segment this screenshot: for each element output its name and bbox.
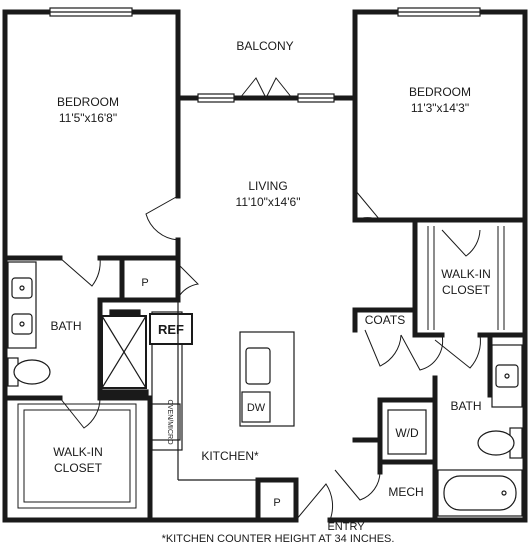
coats-label: COATS xyxy=(365,313,405,327)
walkin-right-label-2: CLOSET xyxy=(442,283,491,297)
pantry-bottom-label: P xyxy=(273,497,280,509)
refrigerator xyxy=(149,313,193,345)
mech-label: MECH xyxy=(388,485,423,499)
washer-dryer xyxy=(387,409,427,455)
pantry-top-label: P xyxy=(141,277,148,289)
walkin-left-label-1: WALK-IN xyxy=(53,445,103,459)
bath-right-fixtures xyxy=(387,344,523,517)
oven-micro xyxy=(151,403,181,441)
windows xyxy=(49,7,481,103)
bedroom-left-dims: 11'5"x16'8" xyxy=(59,111,117,125)
walkin-left-label-2: CLOSET xyxy=(54,461,103,475)
bedroom-left-label: BEDROOM xyxy=(57,95,119,109)
living-dims: 11'10"x14'6" xyxy=(236,195,301,209)
bedroom-right-dims: 11'3"x14'3" xyxy=(411,101,469,115)
bath-left-label: BATH xyxy=(50,319,81,333)
room-labels: BALCONY BEDROOM 11'5"x16'8" BEDROOM 11'3… xyxy=(50,39,490,533)
kitchen-fixtures xyxy=(149,300,295,481)
bath-right-label: BATH xyxy=(450,399,481,413)
dw-label: DW xyxy=(247,402,266,414)
bedroom-right-label: BEDROOM xyxy=(409,85,471,99)
closet-shelving xyxy=(17,226,505,509)
oven-micro-label: OVEN/MICRO xyxy=(166,399,173,445)
kitchen-label: KITCHEN* xyxy=(201,449,259,463)
footnote: *KITCHEN COUNTER HEIGHT AT 34 INCHES. xyxy=(162,533,395,545)
vanity-left xyxy=(7,261,37,349)
wd-label: W/D xyxy=(395,426,419,440)
interior-walls xyxy=(2,217,528,523)
walkin-right-label-1: WALK-IN xyxy=(441,267,491,281)
door-swings xyxy=(59,189,481,521)
balcony-door xyxy=(239,77,293,99)
bath-left-fixtures xyxy=(7,261,149,397)
ref-label: REF xyxy=(158,322,184,337)
dishwasher xyxy=(241,391,271,423)
entry-label: ENTRY xyxy=(327,521,365,533)
fixture-labels: P P REF DW W/D OVEN/MICRO xyxy=(141,277,419,509)
living-label: LIVING xyxy=(248,179,287,193)
balcony-label: BALCONY xyxy=(236,39,293,53)
